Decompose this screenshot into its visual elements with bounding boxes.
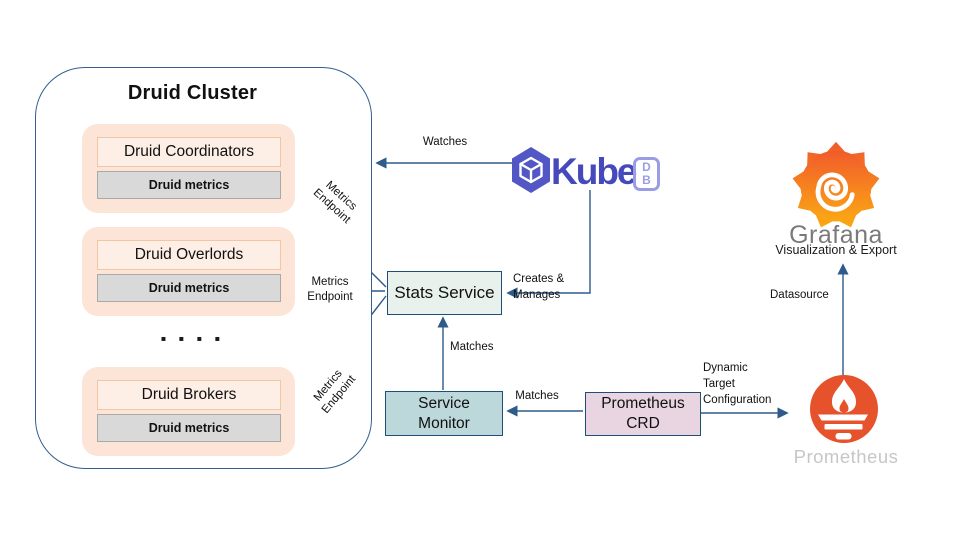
metrics-box: Druid metrics (97, 171, 281, 199)
druid-cluster-title: Druid Cluster (127, 82, 258, 104)
grafana-wordmark: Grafana (789, 221, 883, 249)
stats-service-node: Stats Service (387, 271, 502, 315)
group-druid-coordinators: Druid Coordinators Druid metrics (82, 124, 295, 213)
group-druid-overlords: Druid Overlords Druid metrics (82, 227, 295, 316)
metrics-box: Druid metrics (97, 414, 281, 442)
prometheus-wordmark: Prometheus (793, 446, 899, 467)
label-datasource: Datasource (770, 289, 829, 301)
grafana-logo-icon (792, 141, 880, 228)
kubedb-wordmark: Kube (551, 151, 637, 192)
service-monitor-node: Service Monitor (385, 391, 503, 436)
kubedb-hexagon-icon (512, 147, 550, 193)
label-watches: Watches (422, 136, 468, 148)
group-druid-brokers: Druid Brokers Druid metrics (82, 367, 295, 456)
group-label: Druid Coordinators (97, 137, 281, 167)
label-matches-service-monitor: Matches (450, 341, 494, 353)
group-label: Druid Brokers (97, 380, 281, 410)
kubedb-logo (509, 146, 669, 196)
grafana-tagline: Visualization & Export (775, 243, 897, 257)
prometheus-crd-node: Prometheus CRD (585, 392, 701, 436)
metrics-box: Druid metrics (97, 274, 281, 302)
group-label: Druid Overlords (97, 240, 281, 270)
prometheus-logo-icon (810, 375, 878, 443)
kubedb-db-badge: D B (633, 157, 660, 191)
label-matches-prometheus-crd: Matches (515, 390, 559, 402)
label-dynamic-target-configuration: Dynamic Target Configuration (703, 362, 772, 406)
label-creates-manages: Creates & Manages (513, 273, 565, 301)
ellipsis-dots: ▪ ▪ ▪ ▪ (160, 334, 226, 343)
label-metrics-endpoint-overlords: Metrics Endpoint (307, 276, 353, 303)
